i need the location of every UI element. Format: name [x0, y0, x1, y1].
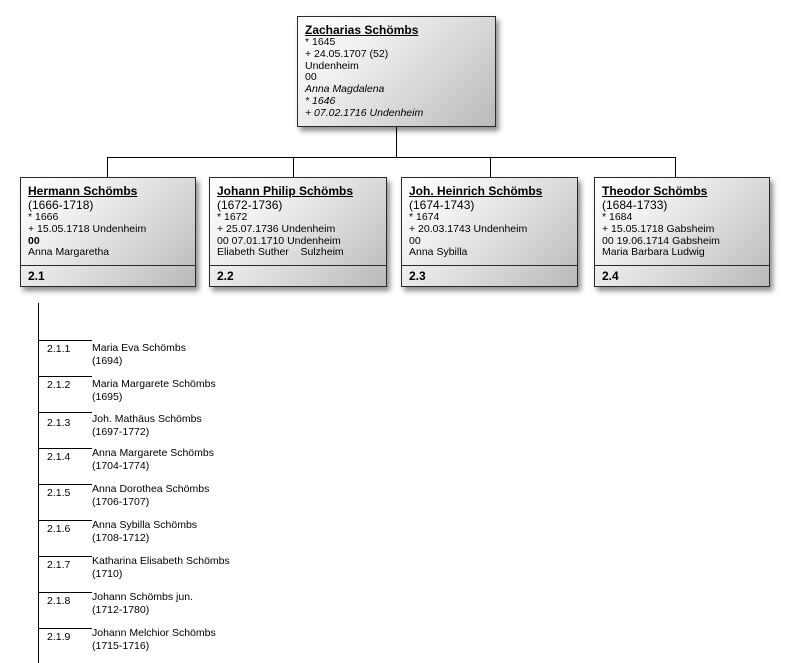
child-line: Maria Barbara Ludwig: [602, 246, 705, 259]
grandchild-code: 2.1.5: [47, 487, 71, 499]
grandchild-name: Maria Eva Schömbs: [92, 342, 186, 354]
grandchild-dates: (1706-1707): [92, 496, 150, 508]
grandchild-item[interactable]: Anna Margarete Schömbs (1704-1774): [92, 447, 214, 473]
grandchild-divider: [38, 556, 92, 557]
grandchild-code: 2.1.6: [47, 523, 71, 535]
root-spouse-line: + 07.02.1716 Undenheim: [305, 106, 424, 119]
child-line: + 25.07.1736 Undenheim: [217, 222, 336, 235]
grandchild-name: Johann Schömbs jun.: [92, 591, 193, 603]
child-name: Theodor Schömbs: [602, 184, 708, 198]
root-spouse-line: Anna Magdalena: [305, 83, 385, 96]
child-dates: (1684-1733): [602, 198, 668, 212]
child-box-2-2[interactable]: Johann Philip Schömbs (1672-1736) * 1672…: [209, 177, 387, 287]
connector-child-4: [675, 157, 676, 177]
grandchild-code: 2.1.2: [47, 379, 71, 391]
grandchild-item[interactable]: Maria Eva Schömbs (1694): [92, 342, 186, 368]
grandchild-item[interactable]: Anna Sybilla Schömbs (1708-1712): [92, 519, 197, 545]
child-box-2-3[interactable]: Joh. Heinrich Schömbs (1674-1743) * 1674…: [401, 177, 578, 287]
grandchild-dates: (1715-1716): [92, 640, 150, 652]
child-line: 00 19.06.1714 Gabsheim: [602, 234, 720, 247]
child-name: Johann Philip Schömbs: [217, 184, 354, 198]
child-line: Anna Margaretha: [28, 246, 110, 259]
grandchild-code: 2.1.9: [47, 631, 71, 643]
grandchild-divider: [38, 448, 92, 449]
grandchild-dates: (1708-1712): [92, 532, 150, 544]
child-line: Eliabeth Suther Sulzheim: [217, 246, 344, 259]
child-line: * 1674: [409, 211, 440, 223]
grandchild-item[interactable]: Johann Melchior Schömbs (1715-1716): [92, 627, 216, 653]
child-dates: (1672-1736): [217, 198, 283, 212]
grandchild-name: Anna Sybilla Schömbs: [92, 519, 198, 531]
grandchild-code: 2.1.4: [47, 451, 71, 463]
grandchild-item[interactable]: Johann Schömbs jun. (1712-1780): [92, 591, 193, 617]
root-person-box[interactable]: Zacharias Schömbs * 1645 + 24.05.1707 (5…: [297, 16, 496, 127]
root-line: * 1645: [305, 36, 336, 48]
child-line: + 15.05.1718 Undenheim: [28, 222, 147, 235]
child-box-2-4[interactable]: Theodor Schömbs (1684-1733) * 1684 + 15.…: [594, 177, 770, 287]
grandchild-dates: (1695): [92, 391, 123, 403]
grandchild-name: Katharina Elisabeth Schömbs: [92, 555, 230, 567]
root-name: Zacharias Schömbs: [305, 23, 419, 37]
child-line: 00 07.01.1710 Undenheim: [217, 234, 341, 247]
connector-children-bus: [107, 157, 676, 158]
grandchild-divider: [38, 412, 92, 413]
grandchild-name: Joh. Mathäus Schömbs: [92, 413, 202, 425]
connector-child-2: [293, 157, 294, 177]
grandchild-code: 2.1.7: [47, 559, 71, 571]
child-code: 2.4: [595, 265, 769, 286]
grandchild-dates: (1710): [92, 568, 123, 580]
child-line: 00: [28, 234, 40, 247]
child-line: Anna Sybilla: [409, 246, 468, 259]
grandchild-item[interactable]: Maria Margarete Schömbs (1695): [92, 378, 216, 404]
child-dates: (1674-1743): [409, 198, 475, 212]
grandchild-name: Maria Margarete Schömbs: [92, 378, 216, 390]
grandchild-divider: [38, 592, 92, 593]
connector-child-3: [490, 157, 491, 177]
connector-child-1: [107, 157, 108, 177]
grandchild-dates: (1697-1772): [92, 426, 150, 438]
root-line: + 24.05.1707 (52): [305, 47, 389, 60]
grandchild-code: 2.1.8: [47, 595, 71, 607]
child-line: 00: [409, 234, 421, 247]
root-line: 00: [305, 71, 317, 84]
child-name: Hermann Schömbs: [28, 184, 138, 198]
grandchild-divider: [38, 484, 92, 485]
grandchild-dates: (1704-1774): [92, 460, 150, 472]
child-name: Joh. Heinrich Schömbs: [409, 184, 543, 198]
root-spouse-line: * 1646: [305, 94, 336, 107]
child-code: 2.3: [402, 265, 577, 286]
child-box-2-1[interactable]: Hermann Schömbs (1666-1718) * 1666 + 15.…: [20, 177, 196, 287]
child-line: * 1672: [217, 211, 248, 223]
child-code: 2.2: [210, 265, 386, 286]
grandchild-divider: [38, 628, 92, 629]
child-code: 2.1: [21, 265, 195, 286]
grandchild-dates: (1694): [92, 355, 123, 367]
child-dates: (1666-1718): [28, 198, 94, 212]
grandchild-code: 2.1.3: [47, 417, 71, 429]
grandchild-name: Anna Margarete Schömbs: [92, 447, 214, 459]
grandchild-divider: [38, 520, 92, 521]
child-line: + 15.05.1718 Gabsheim: [602, 222, 715, 235]
grandchild-divider: [38, 340, 92, 341]
grandchildren-spine: [38, 303, 39, 663]
grandchild-name: Anna Dorothea Schömbs: [92, 483, 210, 495]
grandchild-code: 2.1.1: [47, 343, 71, 355]
child-line: * 1684: [602, 211, 633, 223]
grandchild-item[interactable]: Katharina Elisabeth Schömbs (1710): [92, 555, 230, 581]
grandchild-divider: [38, 376, 92, 377]
grandchild-dates: (1712-1780): [92, 604, 150, 616]
grandchild-item[interactable]: Anna Dorothea Schömbs (1706-1707): [92, 483, 209, 509]
root-line: Undenheim: [305, 59, 359, 72]
child-line: * 1666: [28, 211, 59, 223]
grandchild-item[interactable]: Joh. Mathäus Schömbs (1697-1772): [92, 413, 202, 439]
connector-root-down: [396, 126, 397, 157]
grandchild-name: Johann Melchior Schömbs: [92, 627, 216, 639]
child-line: + 20.03.1743 Undenheim: [409, 222, 528, 235]
